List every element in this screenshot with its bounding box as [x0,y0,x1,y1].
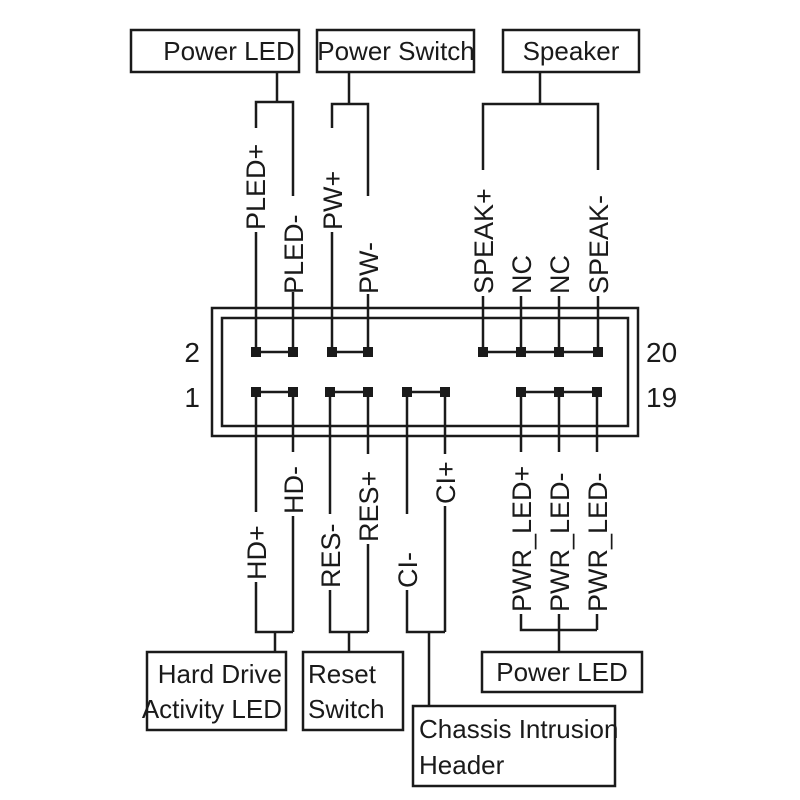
res-minus-wire [328,392,368,634]
pin-label-pwr-led-plus: PWR_LED+ [507,466,537,612]
pin-number-top-right: 20 [646,337,677,368]
pin-label-res-plus: RES+ [354,471,384,542]
pin-pw-plus [327,347,337,357]
pin-pwr-led-minus-1 [554,387,564,397]
chassis-intrusion-label-line1: Chassis Intrusion [419,714,618,744]
power-led-top-wire [254,72,295,196]
hdd-led-label-line2: Activity LED [142,694,282,724]
power-led-top-label: Power LED [163,36,295,66]
pin-pwr-led-plus [516,387,526,397]
pin-label-pwr-led-minus-2: PWR_LED- [583,472,613,612]
pin-pled-minus [288,347,298,357]
reset-switch-label-line2: Switch [308,694,385,724]
power-led-top-box [129,28,301,74]
top-pin-row [251,347,603,357]
pin-speak-minus [593,347,603,357]
pwr-led-plus-wire [519,392,597,632]
power-led-bottom-box [480,650,644,694]
chassis-intrusion-label-line2: Header [419,750,505,780]
reset-switch-box [301,650,405,732]
pin-label-hd-plus: HD+ [242,525,272,580]
pin-nc-2 [554,347,564,357]
pin-label-ci-minus: CI- [393,552,423,588]
pin-number-bottom-left: 1 [184,382,200,413]
pin-label-hd-minus: HD- [279,466,309,514]
pin-hd-plus [251,387,261,397]
bottom-pin-row [251,387,602,397]
header-inner-frame [220,316,630,428]
pin-ci-plus [440,387,450,397]
power-switch-wire [330,72,370,196]
hdd-led-label-line1: Hard Drive [158,659,282,689]
pin-number-bottom-right: 19 [646,382,677,413]
pin-label-res-minus: RES- [316,523,346,588]
power-switch-label: Power Switch [317,36,475,66]
speaker-label: Speaker [523,36,620,66]
pin-label-nc-1: NC [507,255,537,294]
speaker-box [501,28,641,74]
hd-plus-wire [254,392,293,634]
pin-pw-minus [363,347,373,357]
pin-ci-minus [402,387,412,397]
pin-label-ci-plus: CI+ [431,461,461,504]
pin-label-speak-plus: SPEAK+ [469,188,499,294]
pin-pwr-led-minus-2 [592,387,602,397]
ci-minus-wire [405,392,445,634]
pin-label-pled-plus: PLED+ [241,144,271,230]
power-led-bottom-label: Power LED [496,657,628,687]
pin-hd-minus [288,387,298,397]
pin-label-pled-minus: PLED- [279,214,309,294]
speaker-wire [481,72,600,170]
pin-nc-1 [516,347,526,357]
pin-label-speak-minus: SPEAK- [584,195,614,294]
pin-label-nc-2: NC [545,255,575,294]
pin-label-pw-plus: PW+ [318,171,348,230]
pin-res-minus [325,387,335,397]
pin-res-plus [363,387,373,397]
hdd-led-box [145,650,288,732]
pin-label-pw-minus: PW- [354,242,384,294]
reset-switch-label-line1: Reset [308,659,377,689]
chassis-intrusion-box [411,704,617,788]
power-switch-box [315,28,476,74]
pin-pled-plus [251,347,261,357]
pin-number-top-left: 2 [184,337,200,368]
pin-label-pwr-led-minus-1: PWR_LED- [545,472,575,612]
pin-speak-plus [478,347,488,357]
